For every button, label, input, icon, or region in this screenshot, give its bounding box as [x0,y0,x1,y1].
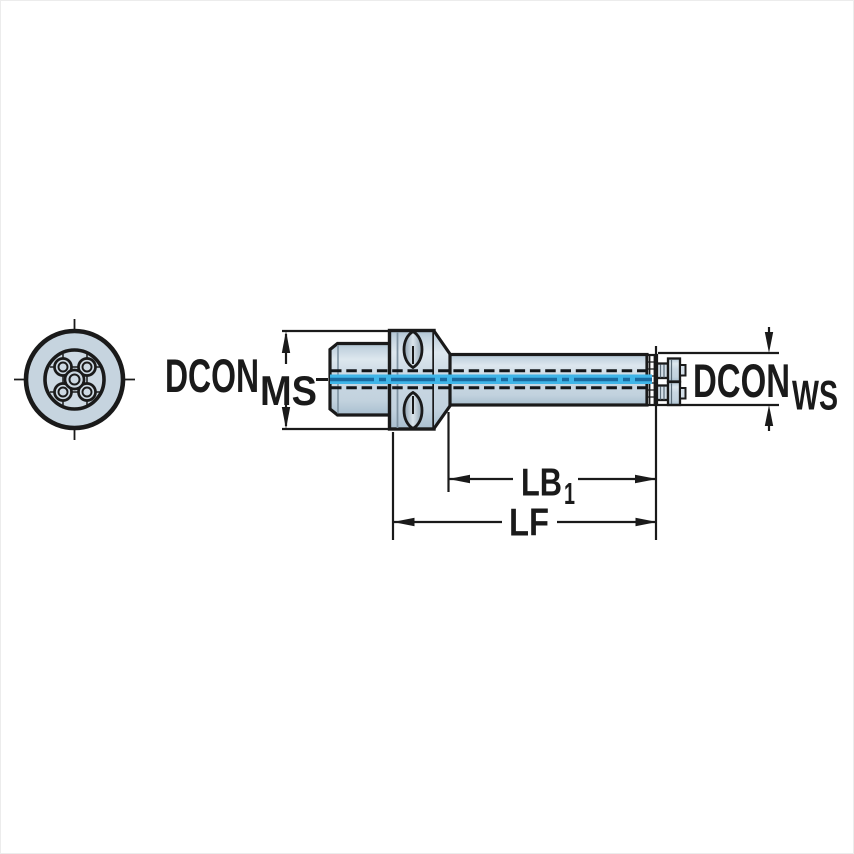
arrow-left-icon [448,474,470,484]
arrow-right-icon [635,474,657,484]
taper-cone-edges [432,330,453,430]
side-view [316,328,687,431]
arrow-left-icon [393,517,415,527]
arrow-right-icon [635,517,657,527]
label-dcon-ws-sub: WS [792,372,838,419]
label-dcon-ws-main: DCON [693,354,790,407]
dimension-lf [391,346,658,540]
arrow-down-icon [764,332,774,353]
clamp-screw-top [655,357,687,383]
end-view [14,319,135,440]
label-lf: LF [509,502,549,545]
label-lb1-sub: 1 [564,476,575,511]
coolant-centerline [330,369,652,390]
arrow-down-icon [281,407,291,429]
label-lb1-main: LB [521,462,562,505]
end-view-center-hole-outer [63,368,86,391]
labels: DCON MS DCON WS LB 1 LF [165,349,838,545]
end-view-center-hole-inner [68,373,81,386]
dimension-lb1 [447,412,657,492]
label-dcon-ms-main: DCON [165,349,259,402]
end-view-bolt-holes [53,357,97,402]
dimension-dcon-ws [658,327,779,431]
dimensions [281,327,779,540]
clamp-screw-bottom [655,380,687,407]
label-dcon-ms-sub: MS [260,367,317,414]
arrow-up-icon [764,405,774,426]
dimension-dcon-ms [281,329,388,431]
arrow-up-icon [281,331,291,353]
